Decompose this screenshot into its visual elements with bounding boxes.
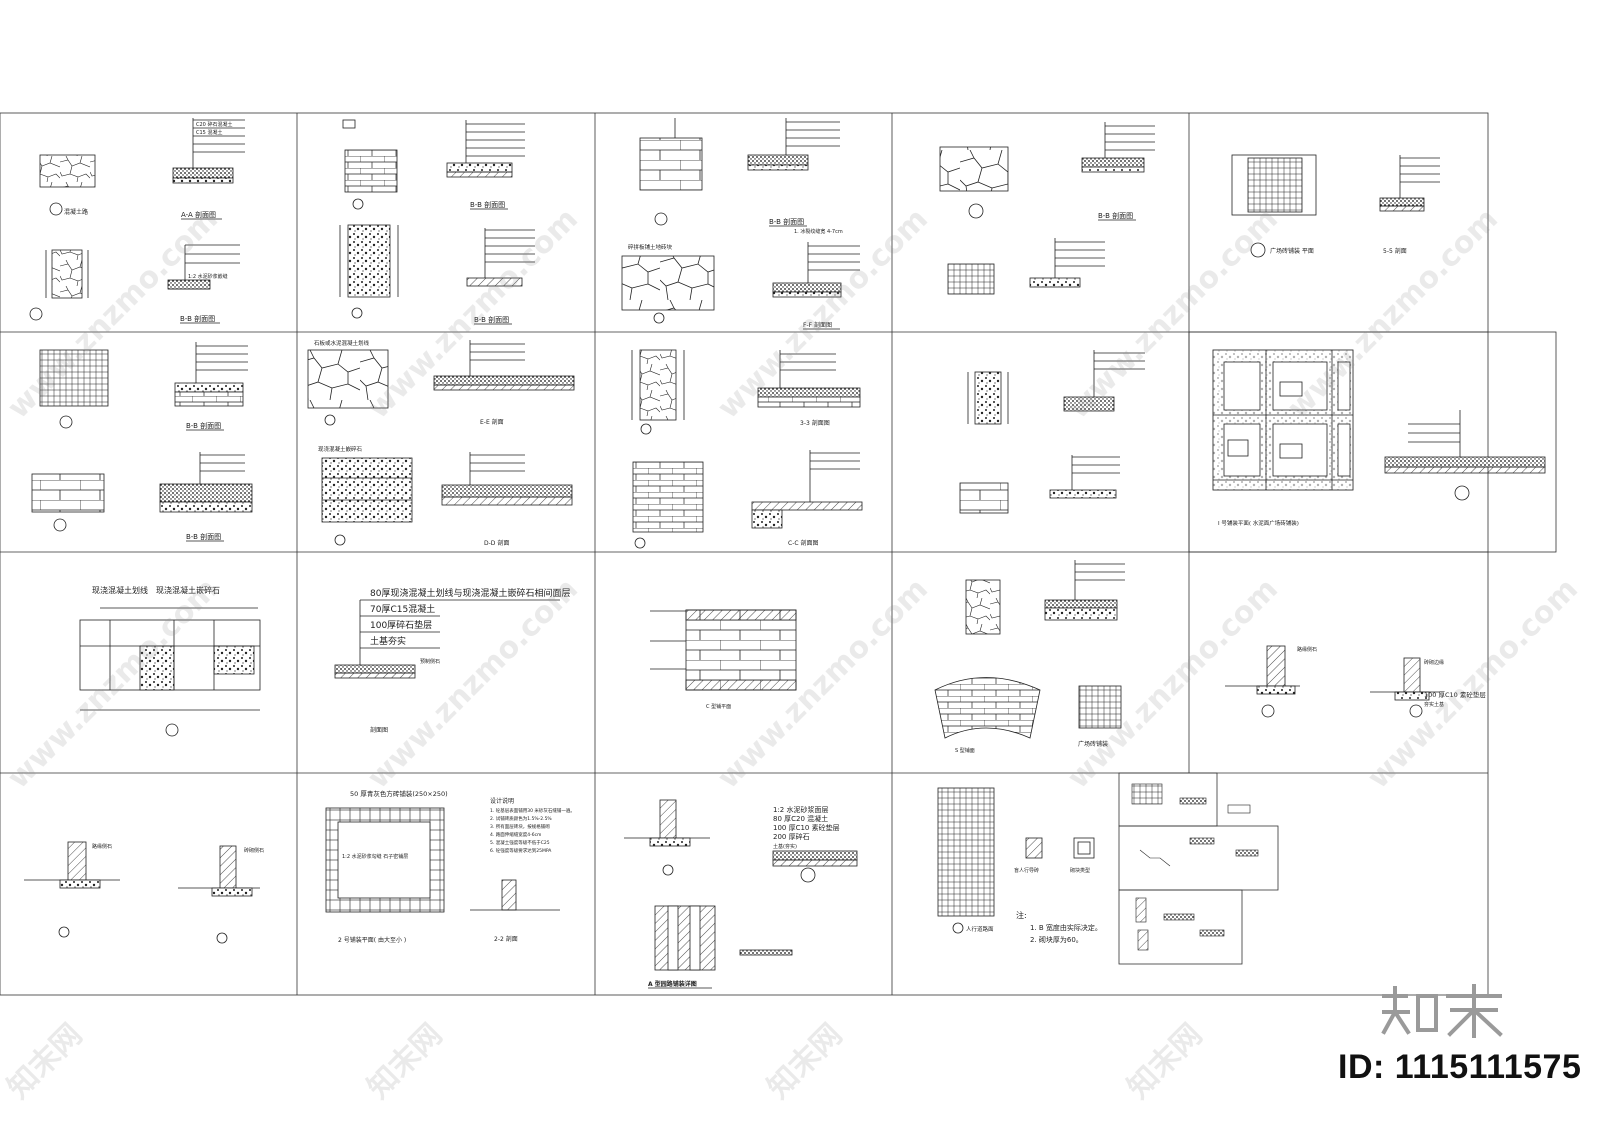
label-r4-curb: 路缘侧石 — [92, 843, 112, 850]
title-p5-55: 5-5 剖面 — [1383, 247, 1407, 255]
label-r3-brick: 砖砌边缘 — [1424, 659, 1444, 666]
panel-10: I 号铺装平面( 水泥面广场砖铺装) — [1212, 349, 1546, 527]
r3-legend-3: 100厚碎石垫层 — [370, 619, 432, 631]
r4-legend-2: 80 厚C20 混凝土 — [773, 814, 828, 823]
legend-c20: C20 碎石混凝土 — [196, 121, 232, 128]
label-r3-curb: 路缘侧石 — [1297, 646, 1317, 653]
panel-4: B-B 剖面图 — [939, 122, 1155, 295]
notes-title: 设计说明 — [490, 797, 514, 805]
label-r4-brick: 砖砌侧石 — [244, 847, 264, 854]
r4-legend-3: 100 厚C10 素砼垫层 — [773, 823, 840, 832]
title-p5-plan: 广场砖铺装 平面 — [1270, 247, 1314, 255]
r4-note-head: 注: — [1016, 910, 1027, 920]
title-p2-bb: B-B 剖面图 — [470, 200, 505, 209]
r4-note-1: 1. B 宽度由实际决定。 — [1030, 923, 1102, 932]
panel-19: 人行道路面 盲人行导砖 砌块类型 注: 1. B 宽度由实际决定。 2. 砌块厚… — [937, 787, 1102, 944]
panel-12: 80厚现浇混凝土划线与现浇混凝土嵌碎石相间面层 70厚C15混凝土 100厚碎石… — [334, 587, 570, 734]
panel-1: 混凝土路 C20 碎石混凝土 C15 混凝土 A-A 剖面图 1:2 水泥砂浆嵌… — [29, 118, 245, 324]
title-r2-plan1: I 号铺装平面( 水泥面广场砖铺装) — [1218, 519, 1299, 527]
watermark-text-12: 知末网 — [361, 1017, 449, 1105]
watermark-text-14: 知末网 — [1121, 1017, 1209, 1105]
label-r3-a2: 现浇混凝土嵌碎石 — [156, 585, 220, 595]
title-r2-33: 3-3 剖面图 — [800, 419, 830, 427]
title-r2-cc: C-C 剖面图 — [788, 539, 818, 547]
watermark-text-10: www.znzmo.com — [1361, 572, 1585, 796]
label-r4-blind: 盲人行导砖 — [1014, 867, 1039, 874]
note-6: 6. 砼强度等级要求达到25MPA — [490, 847, 552, 854]
label-r3-a1: 现浇混凝土划线 — [92, 585, 148, 595]
title-r2-ee: E-E 剖面 — [480, 418, 504, 426]
heading-r2-b2: 现浇混凝土嵌碎石 — [318, 445, 363, 453]
title-p3-bb: B-B 剖面图 — [769, 217, 804, 226]
title-r4-22: 2-2 剖面 — [494, 935, 518, 943]
legend-c15: C15 混凝土 — [196, 129, 222, 136]
title-r3-c: C 型铺平面 — [706, 703, 731, 710]
panel-9 — [959, 350, 1145, 514]
panel-2: B-B 剖面图 B-B 剖面图 — [339, 119, 535, 325]
watermark-logo — [1378, 982, 1506, 1038]
title-r4-plan2: 2 号铺装平面( 由大至小 ) — [338, 936, 406, 944]
r4-note-2: 2. 砌块厚为60。 — [1030, 935, 1083, 944]
panel-17: 50 厚青灰色方砖铺装(250×250) 1:2 水泥砂浆勾缝 石子密铺层 2 … — [325, 789, 575, 944]
panel-14: S 型铺面 广场砖铺装 — [934, 560, 1125, 754]
panel-20-mini — [1131, 783, 1259, 951]
title-r3-s: S 型铺面 — [955, 747, 975, 754]
r4-legend-5: 土基(夯实) — [773, 843, 797, 850]
r4-legend-4: 200 厚碎石 — [773, 832, 810, 841]
title-r4-a: A 型园路铺装详图 — [648, 980, 697, 988]
title-r4-walk: 人行道路面 — [966, 925, 994, 933]
watermark-text-2: www.znzmo.com — [361, 202, 585, 426]
label-r4-pavers: 50 厚青灰色方砖铺装(250×250) — [350, 789, 448, 798]
heading-p3: 碎拼板铺土地砖块 — [628, 243, 673, 251]
panel-16: 路缘侧石 砖砌侧石 — [24, 841, 264, 944]
title-r2-bb1: B-B 剖面图 — [186, 421, 221, 430]
r3-legend-1: 80厚现浇混凝土划线与现浇混凝土嵌碎石相间面层 — [370, 587, 570, 599]
r3-legend-2: 70厚C15混凝土 — [370, 603, 435, 615]
r4-legend-1: 1:2 水泥砂浆面层 — [773, 805, 829, 814]
panel-5: 广场砖铺装 平面 5-5 剖面 — [1231, 154, 1440, 258]
title-aa-section: A-A 剖面图 — [181, 210, 216, 219]
title-r3-section: 剖面图 — [370, 726, 388, 734]
panel-15: 路缘侧石 砖砌边缘 100 厚C10 素砼垫层 夯实土基 — [1225, 645, 1486, 718]
label-r3-cushion: 100 厚C10 素砼垫层 — [1424, 690, 1486, 699]
watermark-logo-glyph — [1381, 984, 1503, 1038]
panel-11: 现浇混凝土划线 现浇混凝土嵌碎石 — [79, 585, 261, 737]
panel-3: B-B 剖面图 1. 冰裂纹缝宽 4-7cm 碎拼板铺土地砖块 F-F 剖面图 — [621, 118, 860, 330]
id-label: ID: 1115111575 — [1338, 1048, 1582, 1086]
watermark-text-6: www.znzmo.com — [1, 572, 225, 796]
note-1: 1. 砼基层表面铺用30 米砂灰石缝铺一遍。 — [490, 807, 575, 814]
panel-18: 1:2 水泥砂浆面层 80 厚C20 混凝土 100 厚C10 素砼垫层 200… — [624, 799, 858, 989]
title-r2-bb2: B-B 剖面图 — [186, 532, 221, 541]
note-3: 3. 所有面层砖块，按规格铺砌 — [490, 823, 550, 830]
note-2: 2. 试铺砖质颜色为1.5%-2.5% — [490, 815, 552, 822]
watermark-text-13: 知末网 — [761, 1017, 849, 1105]
label-r3-soil: 夯实土基 — [1424, 701, 1444, 708]
panel-7: 石板或水泥混凝土划线 E-E 剖面 现浇混凝土嵌碎石 D-D 剖面 — [307, 339, 575, 547]
note-5: 5. 混凝土强度等级不低于C25 — [490, 839, 550, 846]
panel-8: 3-3 剖面图 C-C 剖面图 — [631, 349, 863, 549]
label-concrete-road: 混凝土路 — [64, 208, 88, 216]
note-p3: 1. 冰裂纹缝宽 4-7cm — [794, 228, 843, 235]
title-bb-section: B-B 剖面图 — [180, 314, 215, 323]
label-r4-block: 砌块类型 — [1070, 867, 1090, 874]
r3-legend-4: 土基夯实 — [370, 635, 406, 647]
panel-grid — [0, 112, 1557, 996]
watermark-text-5: www.znzmo.com — [1281, 202, 1505, 426]
title-r2-dd: D-D 剖面 — [484, 539, 509, 547]
label-curb: 预制侧石 — [420, 658, 440, 665]
label-r4-mortar: 1:2 水泥砂浆勾缝 石子密铺层 — [342, 853, 408, 860]
panel-13: C 型铺平面 — [650, 609, 797, 710]
title-r3-plaza: 广场砖铺装 — [1078, 740, 1108, 748]
panel-6: B-B 剖面图 B-B 剖面图 — [31, 342, 253, 542]
note-4: 4. 路面伸缩缝宽度4-6cm — [490, 831, 541, 838]
title-p3-ff: F-F 剖面图 — [803, 321, 832, 329]
title-p2-bb2: B-B 剖面图 — [474, 315, 509, 324]
title-p4-bb: B-B 剖面图 — [1098, 211, 1133, 220]
legend-mortar: 1:2 水泥砂浆嵌缝 — [188, 273, 228, 280]
watermark-text-11: 知末网 — [1, 1017, 89, 1105]
heading-r2-b: 石板或水泥混凝土划线 — [314, 339, 370, 347]
